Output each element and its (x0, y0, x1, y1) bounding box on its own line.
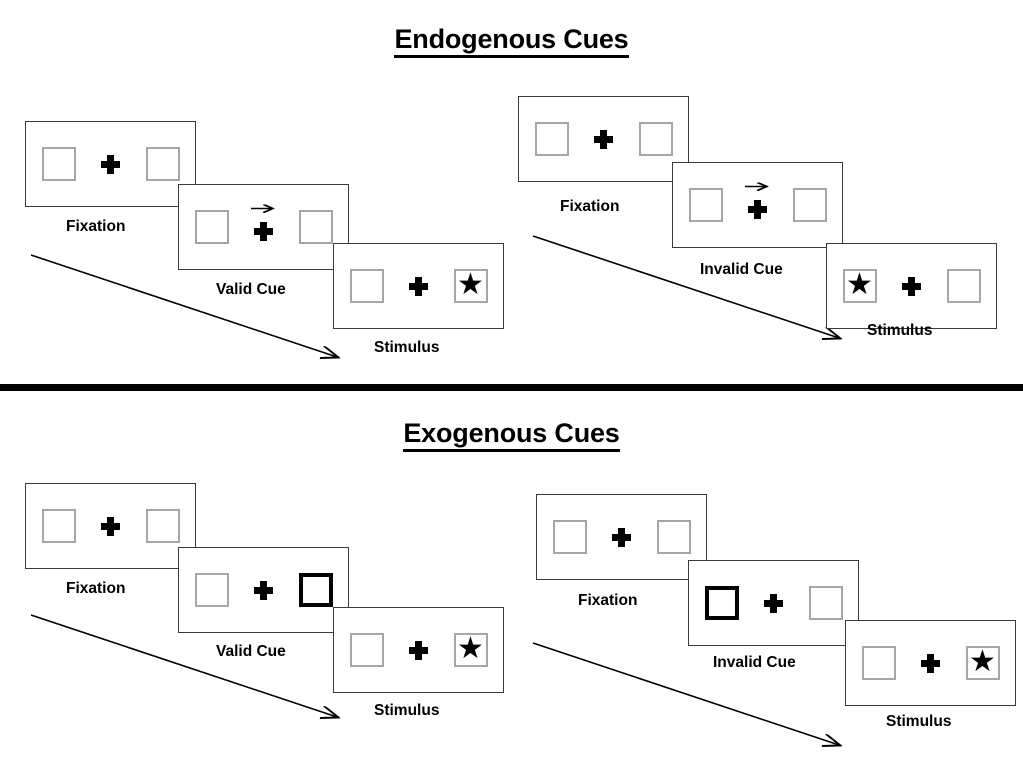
right-target-square: ★ (453, 632, 488, 667)
section-title-exogenous-text: Exogenous Cues (403, 418, 620, 452)
fixation-center (741, 185, 775, 225)
left-placeholder-square (861, 646, 896, 680)
section-title-endogenous-text: Endogenous Cues (394, 24, 629, 58)
fixation-cross-icon (748, 200, 767, 219)
left-placeholder-square (194, 573, 229, 607)
fixation-center (402, 266, 436, 306)
panel-content: ★ (334, 244, 503, 328)
fixation-center (402, 630, 436, 670)
fixation-cross-icon (101, 516, 120, 536)
fixation-center (94, 144, 128, 184)
right-placeholder-square (145, 509, 180, 543)
right-placeholder-square (792, 188, 827, 222)
caption-exogenous-valid-stimulus: Stimulus (374, 702, 440, 719)
left-placeholder-square (41, 147, 76, 181)
section-title-endogenous: Endogenous Cues (0, 24, 1023, 58)
panel-exogenous-valid-stimulus[interactable]: ★ (333, 607, 504, 693)
caption-exogenous-valid-cue: Valid Cue (216, 643, 286, 660)
fixation-center (247, 207, 281, 247)
left-placeholder-square (552, 520, 587, 554)
panel-endogenous-invalid-cue[interactable] (672, 162, 843, 248)
right-cued-square (298, 573, 333, 607)
left-placeholder-square (349, 269, 384, 303)
panel-exogenous-valid-cue[interactable] (178, 547, 349, 633)
panel-content (537, 495, 706, 579)
timeline-arrow-endogenous-invalid (532, 235, 857, 351)
panel-endogenous-invalid-stimulus[interactable]: ★ (826, 243, 997, 329)
right-target-square: ★ (453, 268, 488, 303)
panel-content (26, 484, 195, 568)
fixation-cross-icon (921, 653, 940, 673)
fixation-center (247, 570, 281, 610)
fixation-cross-icon (902, 276, 921, 296)
caption-endogenous-invalid-stimulus: Stimulus (867, 322, 933, 339)
right-placeholder-square (946, 269, 981, 303)
fixation-cross-icon (254, 580, 273, 600)
caption-endogenous-invalid-cue: Invalid Cue (700, 261, 783, 278)
right-target-square: ★ (965, 645, 1000, 680)
panel-exogenous-invalid-fixation[interactable] (536, 494, 707, 580)
caption-endogenous-valid-stimulus: Stimulus (374, 339, 440, 356)
panel-content (519, 97, 688, 181)
caption-endogenous-valid-cue: Valid Cue (216, 281, 286, 298)
right-placeholder-square (145, 147, 180, 181)
right-placeholder-square (298, 210, 333, 244)
panel-content (689, 561, 858, 645)
panel-content (179, 548, 348, 632)
panel-endogenous-valid-fixation[interactable] (25, 121, 196, 207)
section-title-exogenous: Exogenous Cues (0, 418, 1023, 452)
left-target-square: ★ (842, 268, 877, 303)
caption-endogenous-invalid-fixation: Fixation (560, 198, 620, 215)
caption-exogenous-invalid-cue: Invalid Cue (713, 654, 796, 671)
panel-endogenous-valid-stimulus[interactable]: ★ (333, 243, 504, 329)
left-placeholder-square (688, 188, 723, 222)
timeline-arrow-exogenous-invalid (532, 642, 857, 758)
panel-content: ★ (846, 621, 1015, 705)
star-target-icon: ★ (846, 268, 873, 301)
right-placeholder-square (638, 122, 673, 156)
fixation-cross-icon (409, 640, 428, 660)
star-target-icon: ★ (457, 632, 484, 665)
caption-exogenous-invalid-stimulus: Stimulus (886, 713, 952, 730)
fixation-cross-icon (612, 527, 631, 547)
right-placeholder-square (808, 586, 843, 620)
cue-arrow-right-icon (250, 204, 278, 213)
fixation-cross-icon (594, 129, 613, 149)
fixation-cross-icon (764, 593, 783, 613)
left-placeholder-square (349, 633, 384, 667)
panel-endogenous-valid-cue[interactable] (178, 184, 349, 270)
panel-content: ★ (334, 608, 503, 692)
panel-content (673, 163, 842, 247)
star-target-icon: ★ (457, 268, 484, 301)
timeline-arrow-endogenous-valid (30, 254, 355, 370)
panel-content (26, 122, 195, 206)
fixation-cross-icon (101, 154, 120, 174)
fixation-center (605, 517, 639, 557)
fixation-center (914, 643, 948, 683)
caption-exogenous-valid-fixation: Fixation (66, 580, 126, 597)
fixation-center (757, 583, 791, 623)
panel-endogenous-invalid-fixation[interactable] (518, 96, 689, 182)
section-divider (0, 384, 1023, 391)
left-placeholder-square (41, 509, 76, 543)
left-cued-square (704, 586, 739, 620)
fixation-center (587, 119, 621, 159)
panel-exogenous-invalid-stimulus[interactable]: ★ (845, 620, 1016, 706)
panel-exogenous-valid-fixation[interactable] (25, 483, 196, 569)
left-placeholder-square (194, 210, 229, 244)
timeline-arrow-exogenous-valid (30, 614, 355, 730)
left-placeholder-square (534, 122, 569, 156)
caption-exogenous-invalid-fixation: Fixation (578, 592, 638, 609)
fixation-cross-icon (409, 276, 428, 296)
right-placeholder-square (656, 520, 691, 554)
caption-endogenous-valid-fixation: Fixation (66, 218, 126, 235)
fixation-cross-icon (254, 222, 273, 241)
fixation-center (94, 506, 128, 546)
fixation-center (895, 266, 929, 306)
panel-content (179, 185, 348, 269)
panel-exogenous-invalid-cue[interactable] (688, 560, 859, 646)
star-target-icon: ★ (969, 645, 996, 678)
panel-content: ★ (827, 244, 996, 328)
cue-arrow-right-icon (744, 182, 772, 191)
